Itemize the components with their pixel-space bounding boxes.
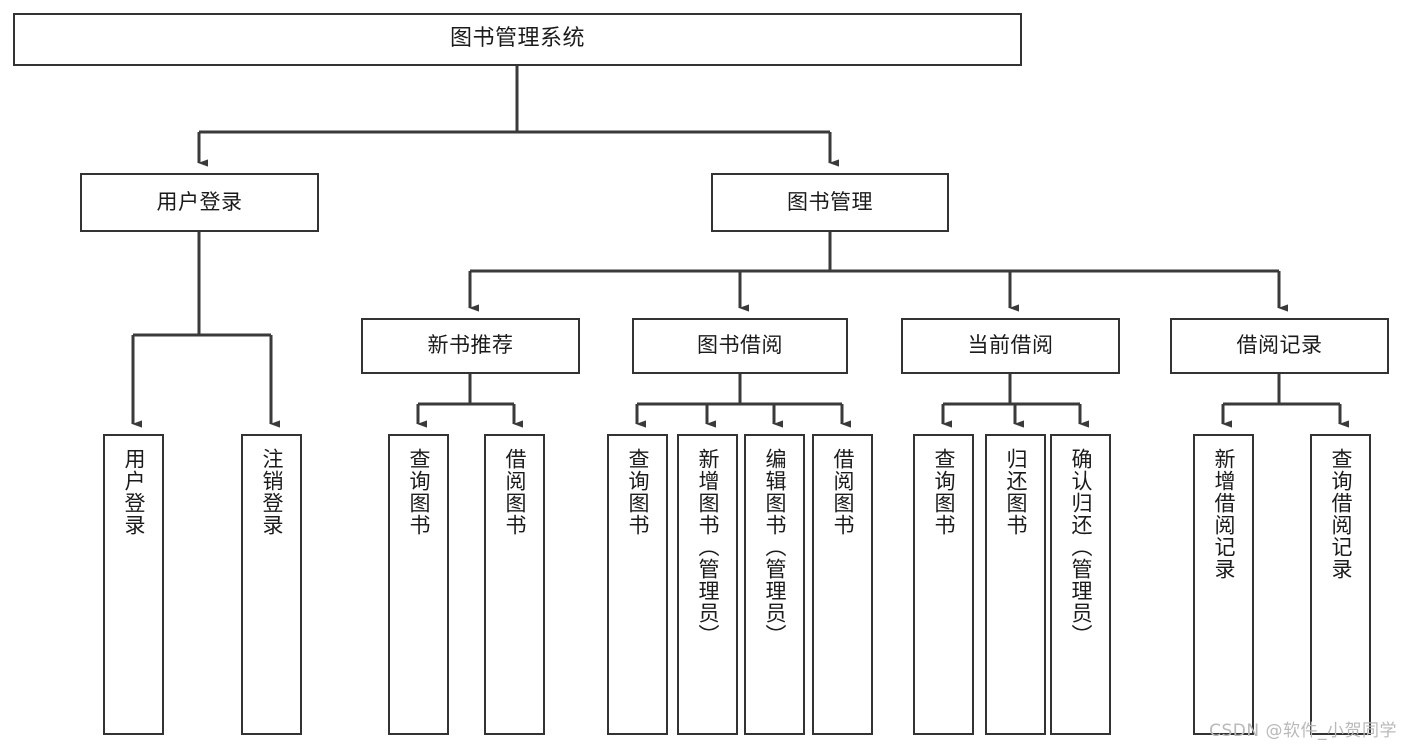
node-new-book-recommend-label: 新书推荐 [427, 333, 514, 358]
node-leaf-user-logout-label: 注销登录 [259, 448, 284, 536]
node-current-borrow[interactable]: 当前借阅 [901, 318, 1120, 374]
node-new-book-recommend[interactable]: 新书推荐 [361, 318, 580, 374]
node-leaf-edit-book-admin-label: 编辑图书（管理员） [762, 448, 787, 646]
node-leaf-query-borrow-record[interactable]: 查询借阅记录 [1310, 434, 1371, 735]
node-leaf-query-book-current-label: 查询图书 [931, 448, 956, 536]
node-current-borrow-label: 当前借阅 [967, 333, 1054, 358]
node-leaf-edit-book-admin[interactable]: 编辑图书（管理员） [744, 434, 805, 735]
node-root-label: 图书管理系统 [449, 26, 585, 52]
node-leaf-user-login-label: 用户登录 [121, 448, 146, 536]
node-book-borrow[interactable]: 图书借阅 [632, 318, 848, 374]
node-leaf-add-borrow-record[interactable]: 新增借阅记录 [1193, 434, 1254, 735]
node-leaf-query-book-recommend-label: 查询图书 [406, 448, 431, 536]
node-leaf-borrow-book-recommend[interactable]: 借阅图书 [484, 434, 545, 735]
node-book-management-label: 图书管理 [787, 189, 873, 214]
node-root[interactable]: 图书管理系统 [13, 13, 1022, 66]
node-book-borrow-label: 图书借阅 [697, 333, 783, 358]
node-book-management[interactable]: 图书管理 [711, 173, 949, 232]
node-leaf-query-borrow-record-label: 查询借阅记录 [1328, 448, 1353, 580]
node-leaf-query-book-borrow[interactable]: 查询图书 [607, 434, 668, 735]
node-leaf-return-book[interactable]: 归还图书 [985, 434, 1046, 735]
node-leaf-user-login[interactable]: 用户登录 [103, 434, 164, 735]
node-leaf-user-logout[interactable]: 注销登录 [241, 434, 302, 735]
node-leaf-confirm-return-admin-label: 确认归还（管理员） [1068, 448, 1093, 646]
node-user-login[interactable]: 用户登录 [80, 173, 319, 232]
node-leaf-query-book-borrow-label: 查询图书 [625, 448, 650, 536]
node-leaf-add-book-admin[interactable]: 新增图书（管理员） [677, 434, 738, 735]
node-borrow-records-label: 借阅记录 [1236, 333, 1323, 358]
node-borrow-records[interactable]: 借阅记录 [1170, 318, 1389, 374]
node-user-login-label: 用户登录 [156, 189, 243, 214]
node-leaf-borrow-book-label: 借阅图书 [830, 448, 855, 536]
node-leaf-add-borrow-record-label: 新增借阅记录 [1211, 448, 1236, 580]
node-leaf-add-book-admin-label: 新增图书（管理员） [695, 448, 720, 646]
node-leaf-query-book-recommend[interactable]: 查询图书 [388, 434, 449, 735]
node-leaf-borrow-book[interactable]: 借阅图书 [812, 434, 873, 735]
node-leaf-query-book-current[interactable]: 查询图书 [913, 434, 974, 735]
csdn-watermark: CSDN @软件_小贺同学 [1209, 721, 1397, 741]
node-leaf-return-book-label: 归还图书 [1003, 448, 1028, 536]
node-leaf-borrow-book-recommend-label: 借阅图书 [502, 448, 527, 536]
node-leaf-confirm-return-admin[interactable]: 确认归还（管理员） [1050, 434, 1111, 735]
